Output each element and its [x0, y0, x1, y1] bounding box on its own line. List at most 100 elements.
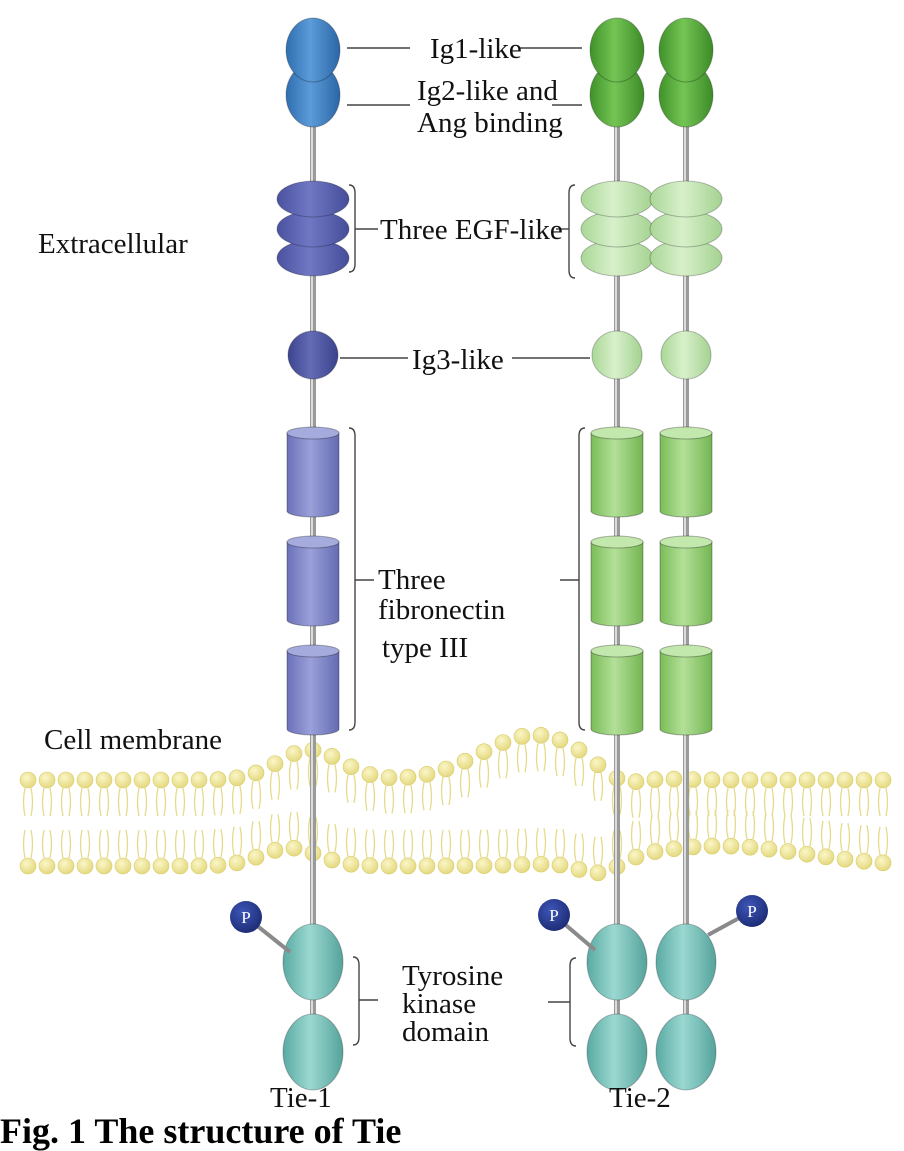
lipid-head: [437, 857, 455, 875]
lipid-head: [703, 837, 721, 855]
lipid-head: [95, 771, 113, 789]
lipid-tail: [79, 787, 91, 817]
lipid-tail: [497, 750, 509, 779]
lipid-head: [760, 771, 778, 789]
lipid-tail: [307, 816, 319, 846]
lipid-tail: [820, 820, 832, 849]
lipid-head: [551, 856, 569, 874]
lipid-tail: [782, 815, 794, 844]
lipid-tail: [858, 787, 870, 817]
lipid-head: [323, 851, 341, 869]
phosphate-group: [538, 899, 570, 931]
label-ig3-like: Ig3-like: [412, 344, 504, 376]
label-tie-1: Tie-1: [270, 1082, 332, 1114]
fibronectin-domain: [590, 432, 644, 518]
ig3-domain: [660, 330, 712, 380]
lipid-tail: [478, 829, 490, 858]
lipid-head: [285, 839, 303, 857]
lipid-tail: [440, 829, 452, 859]
label-cell-membrane: Cell membrane: [44, 724, 222, 756]
lipid-head: [418, 766, 436, 783]
lipid-head: [19, 771, 37, 789]
lipid-tail: [212, 787, 224, 816]
lipid-tail: [649, 787, 661, 816]
lipid-head: [722, 837, 740, 855]
lipid-tail: [611, 786, 623, 815]
fibronectin-domain-top: [286, 644, 340, 658]
fibronectin-domain-top: [590, 426, 644, 440]
lipid-head: [627, 773, 645, 790]
label-ig1-like: Ig1-like: [430, 33, 522, 65]
lipid-head: [114, 857, 132, 875]
lipid-head: [228, 854, 246, 872]
lipid-head: [665, 770, 683, 788]
lipid-head: [570, 741, 588, 759]
lipid-head: [589, 864, 607, 882]
label-fn-line3: type III: [382, 632, 469, 664]
lipid-head: [817, 771, 835, 789]
lipid-tail: [212, 829, 224, 858]
lipid-head: [38, 857, 56, 875]
fibronectin-domain: [286, 650, 340, 736]
lipid-tail: [630, 820, 642, 850]
lipid-head: [798, 771, 816, 789]
lipid-head: [266, 842, 284, 859]
lipid-head: [57, 857, 75, 875]
lipid-head: [38, 771, 56, 789]
label-fn-line1: Three: [378, 564, 446, 596]
lipid-head: [266, 755, 284, 772]
lipid-head: [285, 745, 303, 762]
lipid-tail: [288, 812, 300, 841]
lipid-head: [532, 726, 550, 744]
bracket-kinase-tie2: [569, 957, 577, 1047]
lipid-tail: [763, 787, 775, 817]
lipid-tail: [383, 785, 395, 814]
lipid-head: [874, 771, 892, 789]
lipid-tail: [801, 818, 813, 847]
fibronectin-domain-top: [590, 644, 644, 658]
lipid-head: [874, 854, 892, 872]
lipid-tail: [459, 829, 471, 858]
egf-domain: [580, 180, 654, 218]
lipid-tail: [117, 829, 129, 859]
lipid-tail: [592, 836, 604, 865]
lipid-tail: [763, 812, 775, 842]
fibronectin-domain-top: [659, 426, 713, 440]
lipid-head: [513, 728, 531, 745]
label-ig2-like: Ig2-like and: [417, 75, 558, 107]
lipid-head: [456, 857, 474, 875]
lipid-head: [171, 771, 189, 789]
lipid-head: [361, 857, 379, 874]
phosphate-group: [230, 901, 262, 933]
lipid-tail: [782, 787, 794, 817]
kinase-domain: [655, 923, 717, 1001]
label-fn-line2: fibronectin: [378, 594, 506, 626]
lipid-tail: [516, 744, 528, 773]
lipid-tail: [174, 829, 186, 859]
kinase-domain: [282, 923, 344, 1001]
fibronectin-domain: [659, 650, 713, 736]
lipid-tail: [345, 774, 357, 803]
lipid-tail: [41, 787, 53, 817]
lipid-head: [57, 771, 75, 789]
lipid-tail: [155, 787, 167, 817]
lipid-head: [190, 857, 208, 875]
lipid-head: [665, 840, 683, 858]
lipid-head: [817, 848, 835, 866]
lipid-head: [551, 731, 569, 749]
lipid-tail: [858, 825, 870, 854]
lipid-tail: [592, 772, 604, 801]
lipid-tail: [250, 821, 262, 850]
lipid-head: [836, 771, 854, 789]
lipid-head: [836, 850, 854, 868]
lipid-head: [380, 769, 398, 786]
lipid-tail: [839, 787, 851, 817]
lipid-head: [532, 855, 550, 873]
lipid-tail: [706, 809, 718, 839]
lipid-tail: [250, 780, 262, 810]
lipid-tail: [22, 829, 34, 859]
lipid-tail: [535, 743, 547, 772]
